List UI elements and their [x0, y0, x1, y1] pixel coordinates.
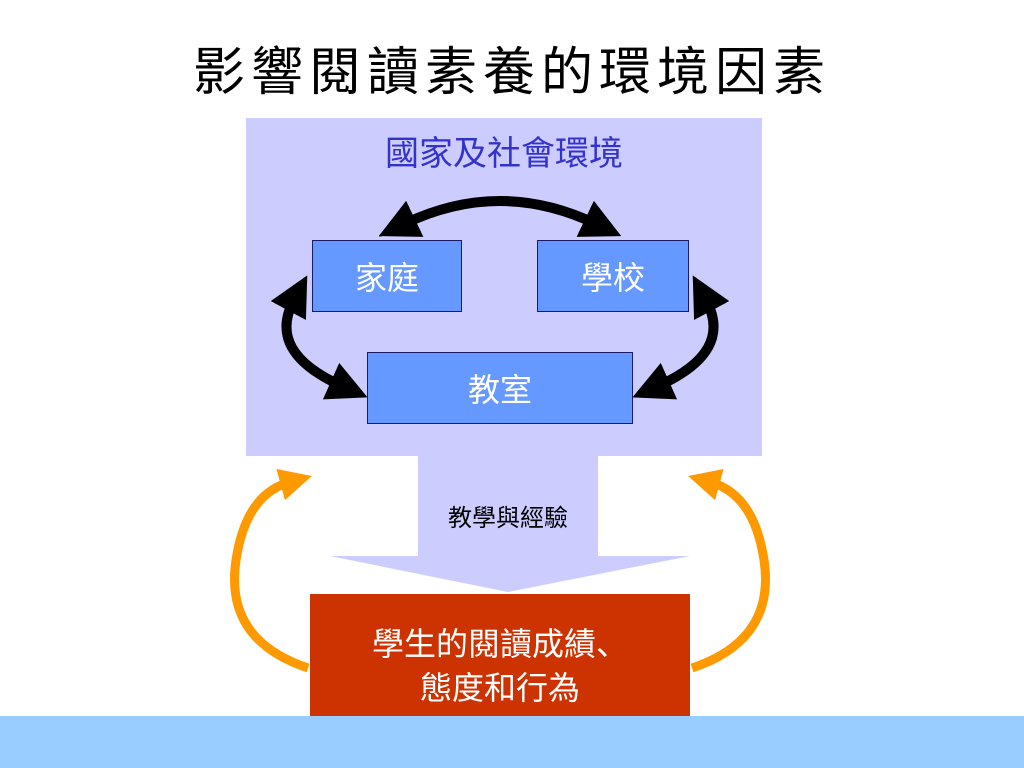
feedback-arrow-left [230, 468, 312, 673]
outcome-line-2: 態度和行為 [419, 669, 580, 707]
home-school-arrow [378, 196, 622, 237]
node-classroom-label: 教室 [467, 371, 532, 409]
home-classroom-arrow [270, 275, 368, 400]
node-home: 家庭 [312, 240, 462, 312]
environment-label: 國家及社會環境 [385, 134, 623, 174]
node-school: 學校 [537, 240, 689, 312]
school-classroom-arrow [632, 275, 730, 400]
outcome-line-1: 學生的閱讀成績、 [371, 625, 628, 663]
flow-label: 教學與經驗 [448, 504, 568, 532]
node-school-label: 學校 [580, 259, 645, 297]
bottom-band [0, 716, 1024, 768]
node-home-label: 家庭 [354, 259, 419, 297]
feedback-arrow-right [688, 468, 770, 673]
slide-title: 影響閱讀素養的環境因素 [192, 43, 831, 103]
node-classroom: 教室 [367, 352, 633, 424]
